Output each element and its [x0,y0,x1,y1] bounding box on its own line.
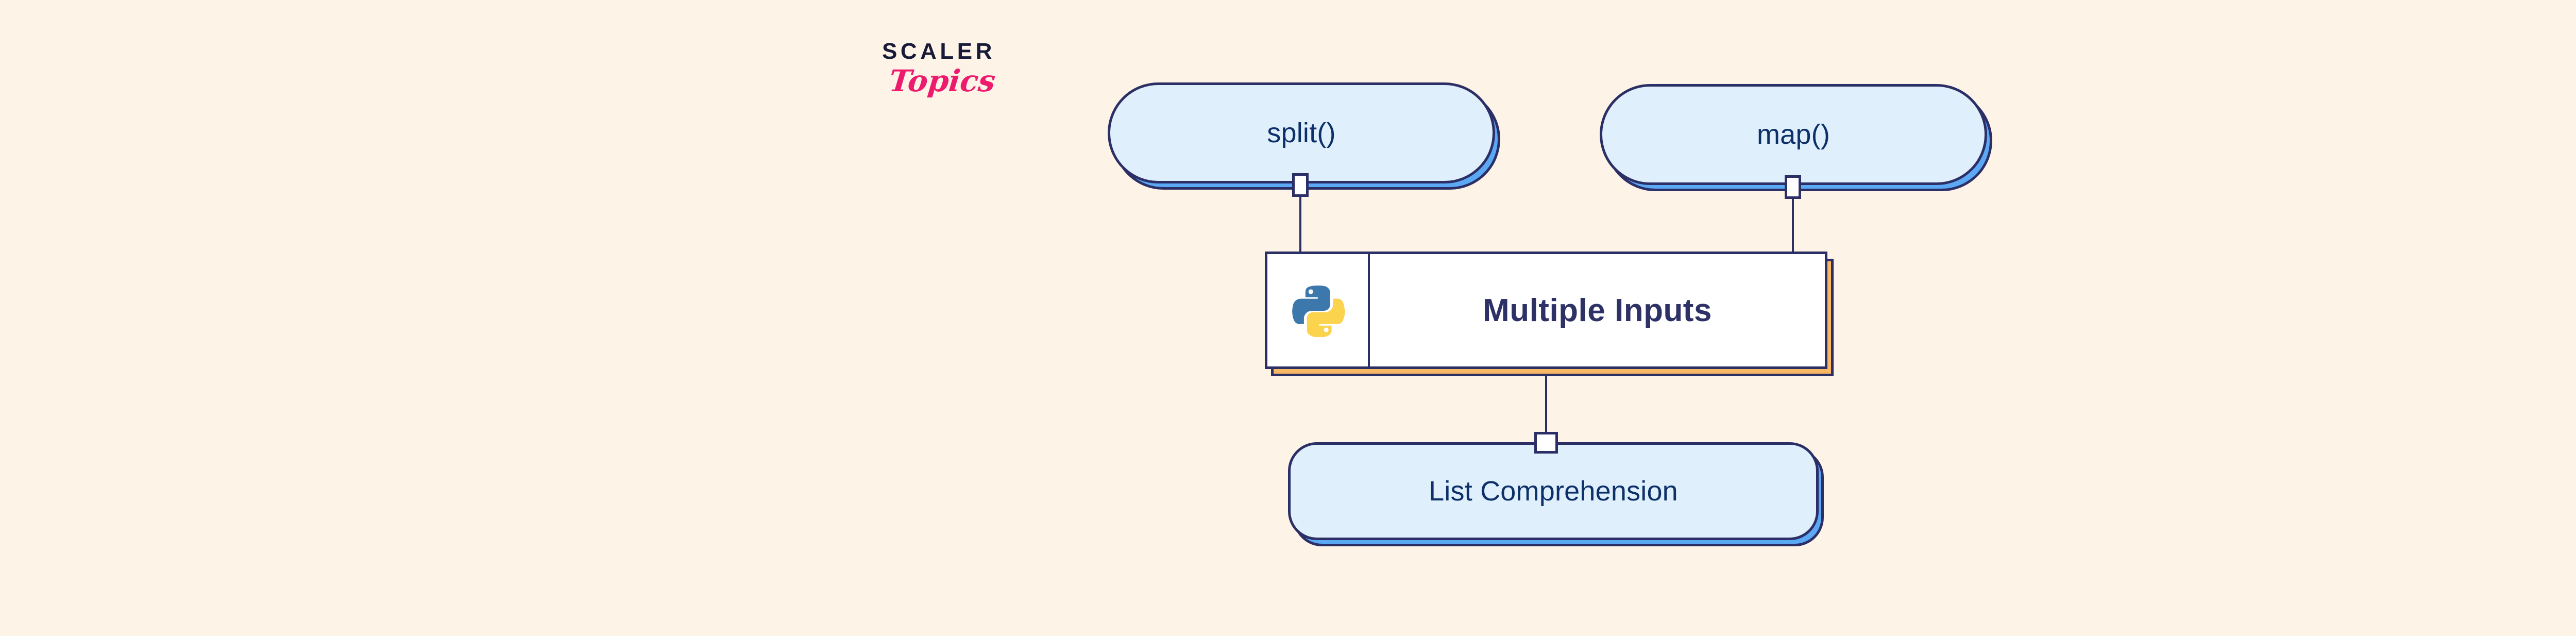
edge-port-listcomp [1534,432,1558,454]
node-split[interactable]: split() [1108,82,1500,190]
edge-port-split [1292,173,1309,197]
node-multiple-inputs-body: Multiple Inputs [1265,252,1827,369]
edge-map-segment-vertical-upper [1792,195,1794,256]
scaler-topics-logo: SCALER Topics [882,40,1057,118]
python-logo-icon [1290,281,1346,340]
edge-listcomp-segment-vertical [1545,369,1547,437]
edge-split-segment-vertical-upper [1299,193,1301,254]
node-list-comprehension-label: List Comprehension [1429,476,1678,507]
node-map[interactable]: map() [1600,84,1992,191]
node-multiple-inputs-label: Multiple Inputs [1483,292,1712,328]
logo-wordmark: SCALER [882,39,995,64]
logo-script-text: Topics [887,63,997,98]
edge-port-map [1785,175,1801,199]
node-multiple-inputs-icon-cell [1267,254,1370,366]
node-multiple-inputs[interactable]: Multiple Inputs [1265,252,1834,376]
node-map-label: map() [1756,119,1830,150]
node-split-label: split() [1267,118,1336,148]
node-list-comprehension-body: List Comprehension [1288,442,1819,540]
node-map-body: map() [1600,84,1987,185]
node-multiple-inputs-text-cell: Multiple Inputs [1370,254,1825,366]
node-split-body: split() [1108,82,1495,183]
node-list-comprehension[interactable]: List Comprehension [1288,442,1824,546]
